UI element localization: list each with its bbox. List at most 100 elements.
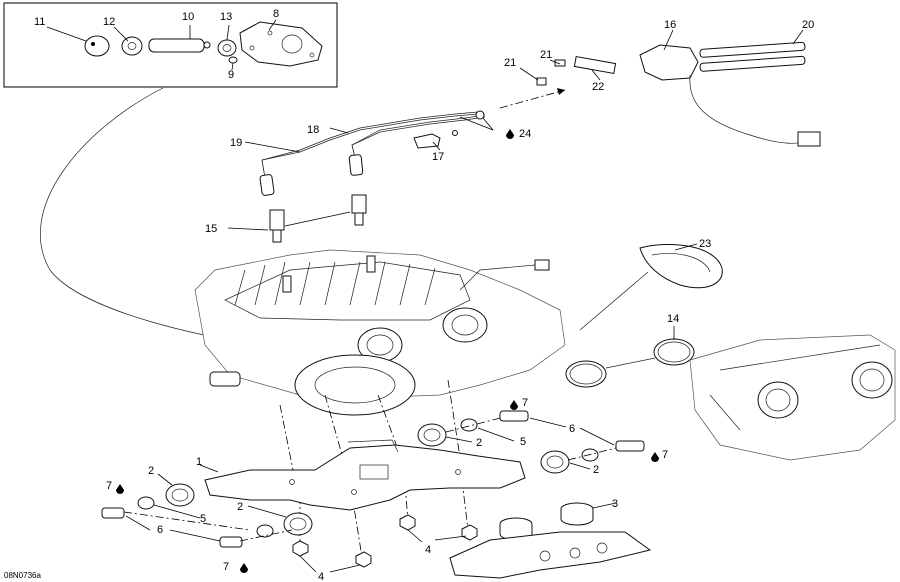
callout-2b: 2 xyxy=(237,501,243,513)
leader-21b xyxy=(519,67,539,81)
callout-21b: 21 xyxy=(504,57,516,69)
engine-fin-7 xyxy=(374,261,386,306)
part-seal-12 xyxy=(121,36,143,56)
frame-hole-a xyxy=(539,550,551,562)
wire-terminal xyxy=(475,110,485,120)
bolts-6 xyxy=(101,410,645,548)
callout-11: 11 xyxy=(34,16,45,28)
engine-fin-3 xyxy=(274,261,286,306)
bracket-hole-c xyxy=(455,469,461,475)
part-clip-17 xyxy=(413,133,441,149)
washer-d xyxy=(581,448,599,462)
rubber-mount-a-inner xyxy=(171,488,189,502)
stator-cover xyxy=(294,354,416,416)
washer-b xyxy=(256,524,274,538)
leader-22 xyxy=(591,69,601,81)
clamps-14 xyxy=(565,338,695,388)
leader-11 xyxy=(46,26,87,42)
rubber-mount-b-inner xyxy=(289,517,307,531)
part-shaft-10-end xyxy=(203,41,211,49)
part-plate-8-bolt-b xyxy=(249,45,255,51)
engine-assembly xyxy=(194,249,566,416)
leader-6c xyxy=(529,417,567,428)
module-cable xyxy=(689,74,809,144)
part-washer-9 xyxy=(228,56,238,64)
washer-c xyxy=(460,418,478,432)
rubber-mount-c xyxy=(417,423,447,447)
clamp-lower xyxy=(565,360,607,388)
callout-7a: 7 xyxy=(106,480,112,492)
engine-plug-a xyxy=(282,275,292,293)
spark-plug-left-thread xyxy=(272,229,282,243)
bolt-c xyxy=(499,410,529,422)
stack-line-left xyxy=(123,511,251,531)
leader-4a xyxy=(407,529,423,543)
engine-fin-1 xyxy=(234,269,246,306)
stack-line-left-b xyxy=(239,529,293,542)
sensor-wire xyxy=(459,264,536,291)
part-plate-8-hole xyxy=(281,34,303,54)
wire-18-b xyxy=(351,114,486,159)
exhaust-port-left-inner xyxy=(366,334,394,356)
callout-18: 18 xyxy=(307,124,319,136)
callout-6b: 6 xyxy=(569,423,575,435)
bracket-upper-flange xyxy=(347,439,399,453)
callout-21a: 21 xyxy=(540,49,552,61)
crankshaft-end xyxy=(209,371,241,387)
leader-6b xyxy=(169,529,221,542)
module-connector xyxy=(797,131,821,147)
carb-throat-right xyxy=(851,361,893,399)
stator-cover-inner xyxy=(314,366,396,404)
loctite-drop-7-bottom xyxy=(240,563,248,573)
leader-8 xyxy=(268,19,277,31)
dipstick-23 xyxy=(579,243,723,331)
carb-throat-left-inner xyxy=(765,388,791,412)
callout-7d: 7 xyxy=(662,449,668,461)
rubber-mount-c-inner xyxy=(423,428,441,442)
bracket-hole-a xyxy=(289,479,295,485)
callout-2d: 2 xyxy=(593,464,599,476)
leader-2a xyxy=(157,473,173,486)
carburetors xyxy=(689,334,896,461)
leader-13 xyxy=(226,24,230,41)
callout-12: 12 xyxy=(103,16,115,28)
callout-3: 3 xyxy=(612,498,618,510)
leader-5a xyxy=(153,504,201,519)
part-plate-8 xyxy=(239,21,323,67)
leader-15a xyxy=(227,227,269,231)
carb-throat-left xyxy=(757,381,799,419)
mount-bracket-1 xyxy=(204,439,526,511)
callouts: 11 12 10 13 8 9 19 18 15 17 24 16 20 21 … xyxy=(4,8,814,582)
callout-14: 14 xyxy=(667,313,679,325)
bolt-d xyxy=(615,440,645,452)
leader-24a xyxy=(482,117,494,131)
part-seal-12-inner xyxy=(127,42,137,50)
arrow-to-module xyxy=(499,89,566,109)
callout-20: 20 xyxy=(802,19,814,31)
nut-c xyxy=(399,514,416,531)
part-plate-8-bolt-c xyxy=(309,52,315,58)
leader-17 xyxy=(432,141,441,151)
clamp-upper xyxy=(653,338,695,366)
callout-1: 1 xyxy=(196,456,202,468)
leader-15b xyxy=(284,211,351,227)
leader-16 xyxy=(663,29,674,51)
bracket-window-a xyxy=(359,464,389,480)
spark-cap-right xyxy=(348,154,364,176)
callout-19: 19 xyxy=(230,137,242,149)
loctite-drop-7-right xyxy=(651,452,659,462)
engine-fin-2 xyxy=(254,264,266,306)
dipstick-handle xyxy=(639,243,723,289)
clamp-lower-inner xyxy=(569,363,603,385)
spark-plugs xyxy=(269,194,367,243)
align-1 xyxy=(279,404,296,481)
callout-2c: 2 xyxy=(476,437,482,449)
loctite-drop-7-left xyxy=(116,484,124,494)
part-plate-8-bolt-a xyxy=(267,30,273,36)
wire-19-b xyxy=(261,111,479,179)
callout-4b: 4 xyxy=(318,571,324,582)
rubber-mount-d xyxy=(540,450,570,474)
inset-box xyxy=(3,2,338,88)
exhaust-port-right-inner xyxy=(451,314,479,336)
